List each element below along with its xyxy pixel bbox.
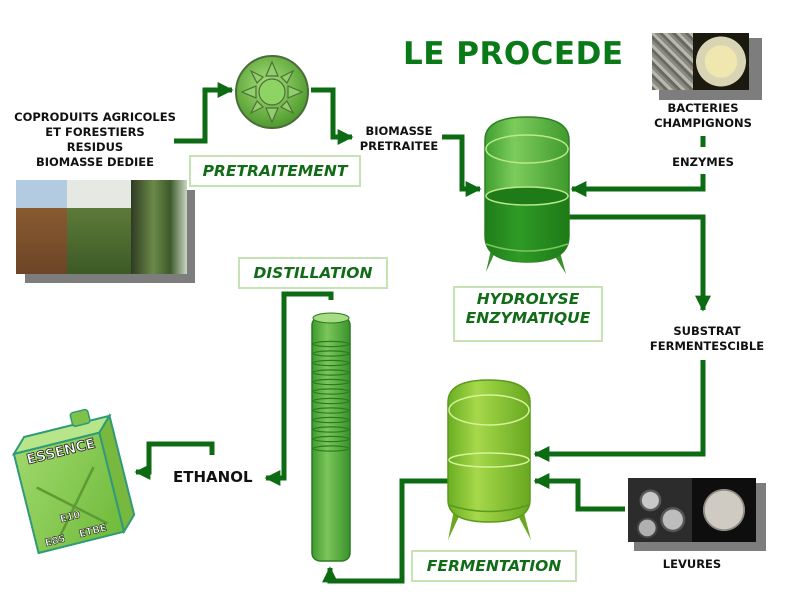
distillation-column-icon: [311, 312, 351, 562]
step-distillation: DISTILLATION: [238, 257, 388, 289]
photo-bacteria: [652, 33, 693, 90]
photo-residues: [67, 180, 131, 274]
photo-yeast-dish: [692, 478, 756, 542]
feedstock-line: COPRODUITS AGRICOLES: [14, 110, 176, 124]
column-tray: [312, 378, 350, 386]
reactor-tank-icon: [484, 116, 570, 274]
column-tray: [312, 388, 350, 395]
column-tray: [312, 359, 350, 367]
substrate-label: SUBSTRAT FERMENTESCIBLE: [648, 324, 766, 354]
arrow-biomass-to-hydrolysis: [442, 134, 482, 198]
column-tray: [312, 426, 350, 433]
biomass-line: BIOMASSE: [365, 124, 433, 138]
photo-agricultural-field: [16, 180, 68, 274]
microbes-line: BACTERIES: [667, 101, 739, 115]
flow-arrows: [134, 81, 712, 584]
photo-yeast-micro: [628, 478, 692, 542]
biomass-line: PRETRAITEE: [359, 139, 439, 153]
step-hydrolysis: HYDROLYSE ENZYMATIQUE: [453, 286, 603, 342]
step-fermentation: FERMENTATION: [411, 550, 577, 582]
column-tray: [312, 350, 350, 357]
sun-gear-icon: [235, 55, 309, 129]
substrate-line: FERMENTESCIBLE: [649, 339, 765, 353]
photo-forest: [131, 180, 187, 274]
ethanol-label: ETHANOL: [173, 468, 253, 486]
page-title: LE PROCEDE: [403, 36, 624, 72]
arrow-feedstock-to-pretreatment: [174, 81, 234, 144]
arrow-yeast-to-fermentation: [533, 472, 625, 512]
arrow-hydrolysis-to-substrate: [568, 214, 712, 312]
fuel-can-icon: [11, 408, 136, 555]
fermenter-tank-icon: [447, 379, 531, 540]
column-tray: [312, 369, 350, 376]
biomass-pretreated-label: BIOMASSE PRETRAITEE: [354, 124, 444, 154]
arrow-enzymes-to-hydrolysis: [570, 174, 706, 198]
yeast-label: LEVURES: [662, 557, 722, 571]
enzymes-label: ENZYMES: [672, 155, 734, 169]
microbes-line: CHAMPIGNONS: [654, 116, 752, 130]
feedstock-line: ET FORESTIERS: [45, 125, 145, 139]
step-pretreatment: PRETRAITEMENT: [189, 155, 361, 187]
step-hydrolysis-line: ENZYMATIQUE: [465, 309, 591, 327]
column-tray: [312, 407, 350, 414]
photo-fungi: [693, 33, 749, 90]
column-tray: [312, 445, 350, 452]
arrow-pretreatment-to-biomass: [311, 87, 354, 146]
column-tray: [312, 416, 350, 424]
arrow-substrate-to-fermentation: [533, 360, 706, 463]
substrate-line: SUBSTRAT: [673, 324, 741, 338]
arrow-fermentation-to-column: [321, 478, 448, 584]
feedstock-line: BIOMASSE DEDIEE: [35, 155, 154, 169]
column-tray: [312, 435, 350, 443]
column-tray: [312, 340, 350, 348]
column-tray: [312, 397, 350, 405]
feedstock-line: RESIDUS: [66, 140, 124, 154]
arrow-ethanol-to-fuel: [134, 441, 215, 481]
arrow-column-to-ethanol: [264, 291, 334, 487]
feedstock-label: COPRODUITS AGRICOLES ET FORESTIERS RESID…: [10, 110, 180, 170]
microbes-label: BACTERIES CHAMPIGNONS: [640, 101, 766, 131]
step-hydrolysis-line: HYDROLYSE: [476, 290, 580, 308]
